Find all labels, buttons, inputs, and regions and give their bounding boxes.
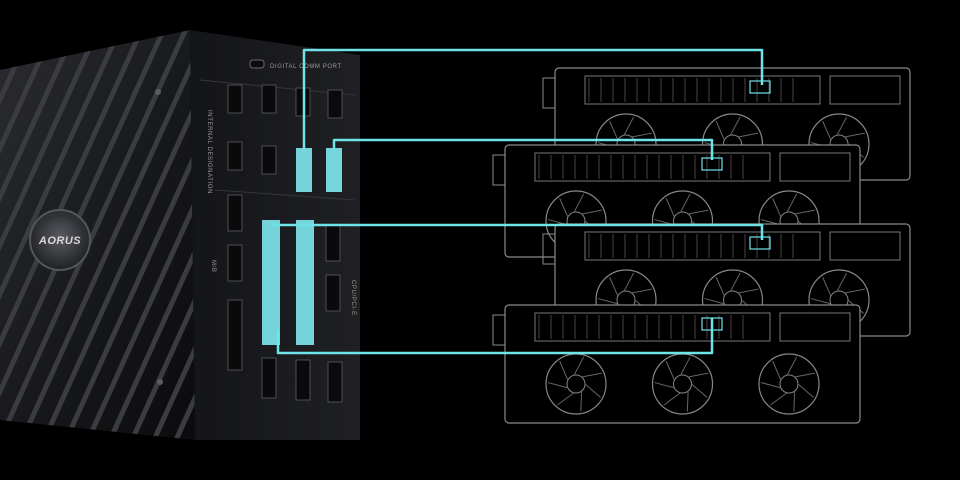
fan-slat bbox=[0, 30, 105, 440]
rail-label-right: CPU/PCI-E bbox=[350, 280, 356, 316]
cable-4 bbox=[276, 318, 714, 355]
fan-slat bbox=[19, 30, 195, 440]
aorus-logo: AORUS bbox=[29, 209, 91, 271]
socket-icon bbox=[227, 244, 243, 282]
brand-text: AORUS bbox=[38, 235, 81, 247]
socket-icon bbox=[227, 141, 243, 171]
connector-pcie-1 bbox=[262, 220, 280, 345]
socket-icon bbox=[227, 84, 243, 114]
modular-socket-grid bbox=[227, 84, 343, 403]
socket-icon bbox=[325, 224, 341, 262]
graphics-cards bbox=[492, 67, 911, 424]
connector-pcie-2 bbox=[296, 220, 314, 345]
cable-2 bbox=[332, 138, 714, 160]
fan-icon bbox=[758, 353, 820, 415]
fan-slat bbox=[107, 30, 195, 440]
fan-slat bbox=[63, 30, 195, 440]
fan-slat bbox=[0, 30, 61, 440]
cable-3 bbox=[270, 222, 764, 240]
port-label: DIGITAL COMM PORT bbox=[270, 64, 342, 70]
gpu-power-connector bbox=[749, 236, 771, 250]
connector-12vhpwr-1 bbox=[296, 148, 312, 192]
cable-1 bbox=[302, 48, 764, 150]
socket-icon bbox=[261, 145, 277, 175]
socket-icon bbox=[227, 194, 243, 232]
socket-icon bbox=[295, 359, 311, 401]
socket-icon bbox=[261, 84, 277, 114]
fan-slat bbox=[0, 30, 83, 440]
socket-icon bbox=[327, 361, 343, 403]
power-supply: AORUS DIGITAL COMM PORT INTERNAL DESIGNA… bbox=[0, 30, 360, 440]
rail-label-left: M/B bbox=[210, 260, 216, 272]
connector-12vhpwr-2 bbox=[326, 148, 342, 192]
socket-icon bbox=[227, 299, 243, 371]
fan-slat bbox=[85, 30, 195, 440]
screw-icon bbox=[155, 89, 161, 95]
highlighted-connectors bbox=[262, 148, 342, 345]
fan-slat bbox=[0, 30, 127, 440]
socket-icon bbox=[325, 274, 341, 312]
fan-slat bbox=[151, 30, 195, 440]
socket-icon bbox=[261, 357, 277, 399]
gpu-icon bbox=[492, 304, 861, 424]
fan-slat bbox=[129, 30, 195, 440]
fan-slat bbox=[41, 30, 195, 440]
screw-icon bbox=[157, 379, 163, 385]
socket-icon bbox=[327, 89, 343, 119]
cables bbox=[270, 48, 764, 355]
fan-slat bbox=[0, 30, 39, 440]
side-label: INTERNAL DESIGNATION bbox=[206, 110, 212, 194]
gpu-power-connector bbox=[749, 80, 771, 94]
comm-port-icon bbox=[249, 59, 265, 69]
